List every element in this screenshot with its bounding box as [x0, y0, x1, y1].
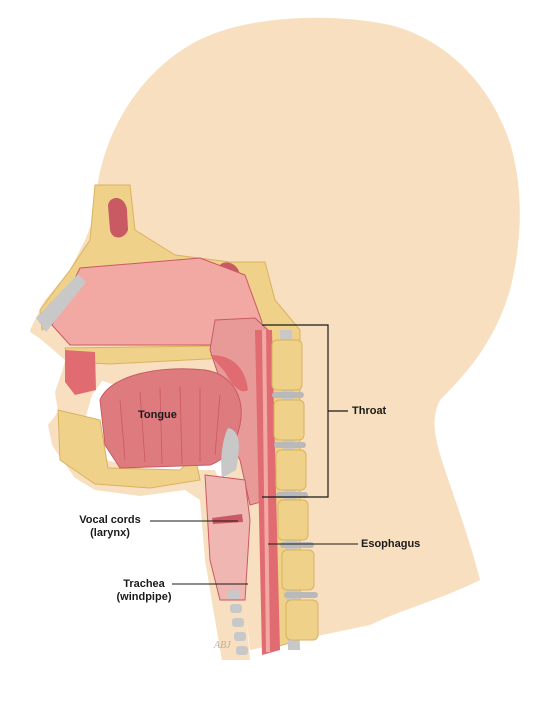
vocal-cords-label-line1: Vocal cords	[79, 514, 141, 526]
vocal-cords-label-line2: (larynx)	[90, 527, 130, 539]
mandible	[57, 409, 201, 489]
upper-lip	[65, 350, 96, 395]
tongue-label: Tongue	[138, 409, 177, 421]
esophagus-lining	[262, 330, 270, 652]
tongue-muscle-lines	[119, 385, 221, 465]
trachea-label-line1: Trachea	[123, 578, 165, 590]
esophagus-label: Esophagus	[361, 538, 421, 550]
nasal-cartilage	[36, 274, 86, 332]
throat-label: Throat	[352, 405, 387, 417]
trachea-rings	[228, 590, 248, 655]
vertebrae	[271, 339, 319, 641]
soft-palate	[210, 355, 248, 392]
vocal-cords-label: Vocal cords (larynx)	[70, 514, 150, 540]
trachea-label: Trachea (windpipe)	[104, 578, 184, 604]
sinus-cavity	[108, 198, 128, 238]
trachea-label-line2: (windpipe)	[116, 591, 172, 603]
larynx	[204, 474, 251, 601]
throat-bracket	[262, 324, 348, 498]
epiglottis	[221, 428, 239, 478]
artist-signature: ABJ	[213, 640, 231, 651]
